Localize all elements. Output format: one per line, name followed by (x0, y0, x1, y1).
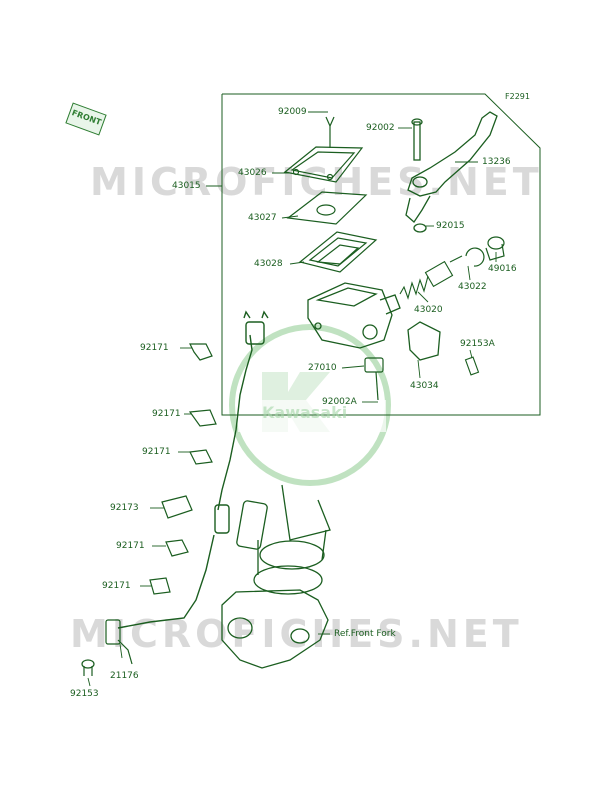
boot (485, 236, 505, 261)
part-label-92171-1[interactable]: 92171 (140, 343, 169, 353)
part-label-27010[interactable]: 27010 (308, 363, 337, 373)
leader-lines (87, 111, 497, 687)
clamp (407, 321, 441, 361)
part-label-49016[interactable]: 49016 (488, 264, 517, 274)
part-label-92153[interactable]: 92153 (70, 689, 99, 699)
part-label-92173[interactable]: 92173 (110, 503, 139, 513)
bolt-92153 (81, 659, 95, 676)
reservoir-cap (283, 116, 364, 183)
part-label-43034[interactable]: 43034 (410, 381, 439, 391)
master-cylinder-body (307, 282, 401, 349)
diaphragm-plate (286, 191, 368, 225)
diaphragm (298, 231, 378, 273)
piston-spring (399, 255, 463, 300)
brake-switch (364, 357, 384, 401)
kawasaki-logo (229, 324, 391, 486)
lower-hose-fitting (105, 619, 133, 665)
part-label-92171-2[interactable]: 92171 (152, 409, 181, 419)
part-label-43027[interactable]: 43027 (248, 213, 277, 223)
part-label-43022[interactable]: 43022 (458, 282, 487, 292)
part-label-92009[interactable]: 92009 (278, 107, 307, 117)
part-label-92015[interactable]: 92015 (436, 221, 465, 231)
bolt-92153a (464, 356, 480, 376)
part-label-21176[interactable]: 21176 (110, 671, 139, 681)
part-label-92171-4[interactable]: 92171 (116, 541, 145, 551)
part-label-43020[interactable]: 43020 (414, 305, 443, 315)
part-label-92153a[interactable]: 92153A (460, 339, 495, 349)
hose-clamps (149, 343, 217, 595)
part-label-13236[interactable]: 13236 (482, 157, 511, 167)
brake-lever (405, 111, 498, 233)
part-label-92171-3[interactable]: 92171 (142, 447, 171, 457)
brake-hose (117, 310, 269, 629)
part-label-43028[interactable]: 43028 (254, 259, 283, 269)
reference-front-fork-label[interactable]: Ref.Front Fork (334, 629, 396, 639)
part-label-43015[interactable]: 43015 (172, 181, 201, 191)
part-label-92002[interactable]: 92002 (366, 123, 395, 133)
part-label-92002a[interactable]: 92002A (322, 397, 357, 407)
front-fork (221, 484, 331, 669)
part-label-43026[interactable]: 43026 (238, 168, 267, 178)
watermark-top: MICROFICHES.NET (90, 160, 543, 204)
circlip (465, 247, 485, 267)
kawasaki-logo-text: Kawasaki (262, 403, 348, 422)
part-label-92171-5[interactable]: 92171 (102, 581, 131, 591)
assembly-bracket-43015 (206, 93, 541, 416)
watermark-bottom: MICROFICHES.NET (70, 612, 523, 656)
diagram-code: F2291 (505, 92, 530, 101)
